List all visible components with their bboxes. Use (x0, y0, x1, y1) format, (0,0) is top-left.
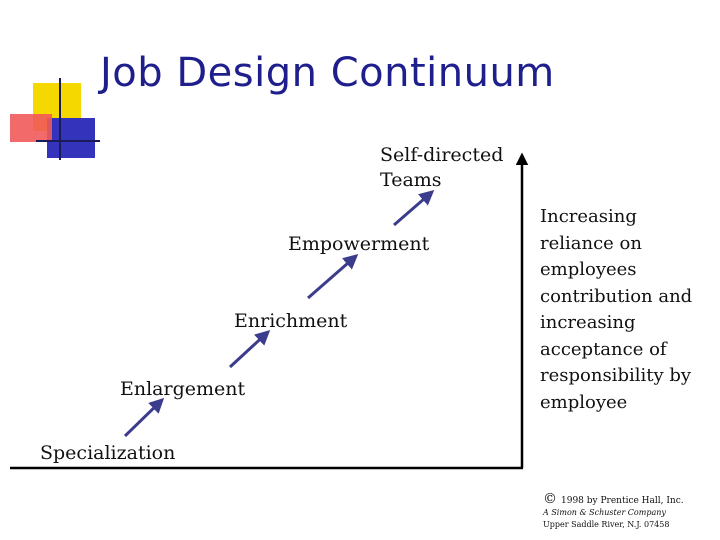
arrow-enrichment-to-empowerment (307, 254, 359, 300)
desc-line: reliance on (540, 232, 642, 254)
copyright-line-1: 1998 by Prentice Hall, Inc. (561, 496, 684, 506)
desc-line: acceptance of (540, 338, 667, 360)
arrow-empowerment-to-teams (393, 190, 435, 227)
teams-line-1: Self-directed (380, 144, 504, 166)
stage-enlargement: Enlargement (120, 378, 246, 400)
copyright-line-2: A Simon & Schuster Company (543, 508, 666, 517)
copyright-symbol: © (543, 491, 557, 507)
deco-red-square (10, 114, 52, 142)
desc-line: responsibility by (540, 365, 692, 386)
stage-specialization: Specialization (40, 442, 176, 464)
deco-blue-square (47, 118, 95, 158)
desc-line: Increasing (540, 206, 637, 227)
stage-empowerment: Empowerment (288, 233, 430, 255)
desc-line: increasing (540, 312, 636, 333)
copyright-notice: © 1998 by Prentice Hall, Inc. A Simon & S… (543, 491, 684, 531)
teams-line-2: Teams (380, 169, 442, 191)
desc-line: employees (540, 259, 637, 280)
copyright-line-3: Upper Saddle River, N.J. 07458 (543, 520, 670, 529)
arrow-specialization-to-enlargement (123, 397, 165, 438)
desc-line: contribution and (540, 285, 693, 307)
arrow-enlargement-to-enrichment (228, 329, 271, 369)
stage-self-directed-teams: Self-directed Teams (380, 143, 503, 193)
desc-line: employee (540, 391, 628, 413)
page-title: Job Design Continuum (100, 50, 555, 96)
axis-description: Increasing reliance on employees contrib… (540, 204, 692, 416)
stage-enrichment: Enrichment (234, 310, 348, 332)
